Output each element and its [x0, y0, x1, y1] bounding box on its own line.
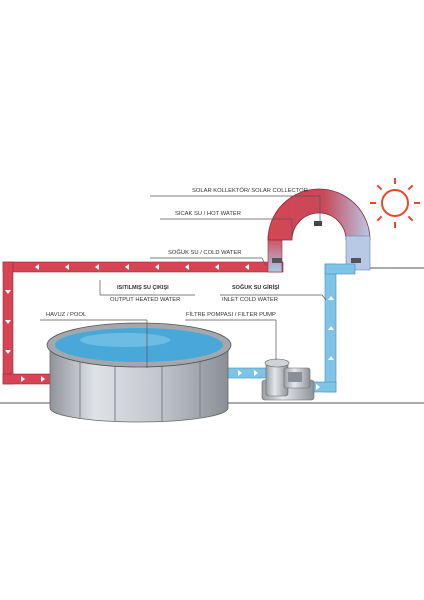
label-pool: HAVUZ / POOL [46, 312, 87, 318]
label-heated-tr: ISITILMIŞ SU ÇIKIŞI [117, 285, 169, 291]
label-filter-pump: FİLTRE POMPASI / FILTER PUMP [186, 311, 276, 318]
sun-icon [370, 178, 420, 228]
label-heated-en: OUTPUT HEATED WATER [110, 297, 180, 303]
collector-riser-hot [267, 235, 283, 273]
label-cold-water: SOĞUK SU / COLD WATER [168, 249, 241, 256]
filter-pump [261, 358, 315, 401]
label-solar-collector: SOLAR KOLLEKTÖR/ SOLAR COLLECTOR [192, 187, 308, 194]
label-inlet-en: INLET COLD WATER [222, 297, 278, 303]
label-hot-water: SICAK SU / HOT WATER [175, 211, 241, 217]
label-inlet-tr: SOĞUK SU GİRİŞİ [232, 283, 280, 291]
collector-connector-hot [272, 258, 282, 263]
collector-connector-cold [351, 258, 361, 263]
solar-collector [267, 188, 371, 241]
hot-flow-arrows [5, 264, 249, 382]
pool [46, 322, 232, 423]
collector-sensor [314, 221, 322, 226]
leader-lines [40, 195, 327, 368]
cold-flow-arrows [238, 296, 334, 390]
